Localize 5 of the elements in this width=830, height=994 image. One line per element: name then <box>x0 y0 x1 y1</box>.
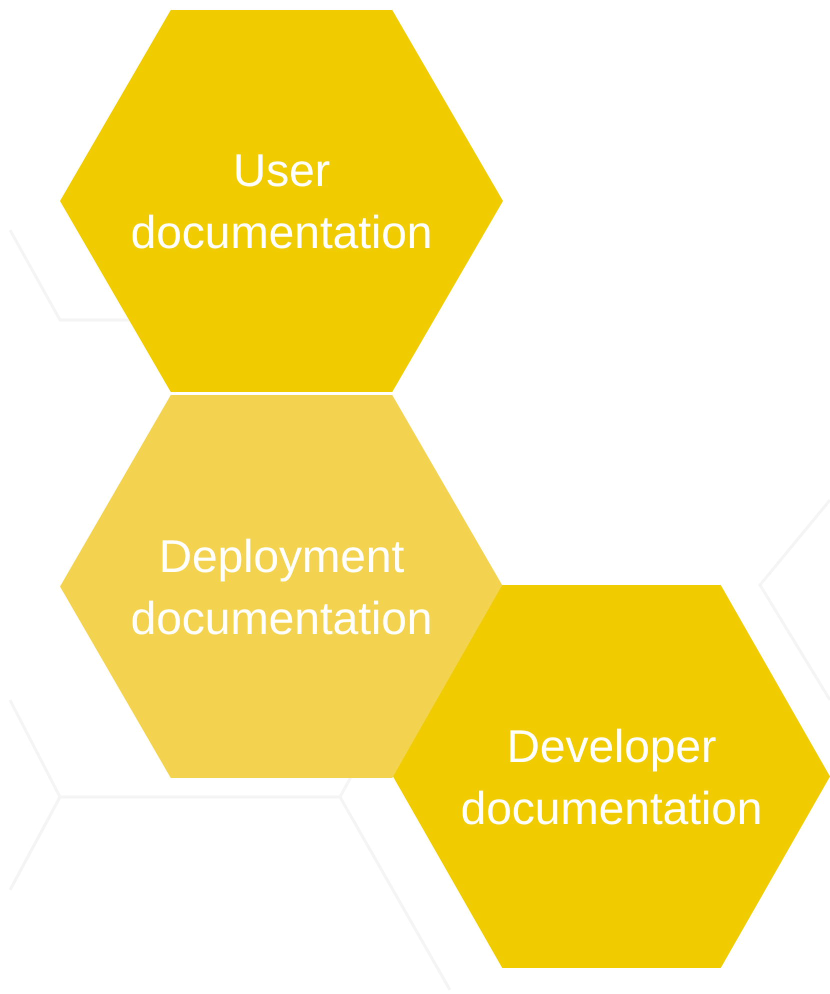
tile-label: User documentation <box>130 143 434 260</box>
tile-label: Developer documentation <box>460 718 764 836</box>
tile-label: Deployment documentation <box>130 528 434 646</box>
hexagon-tile <box>60 10 503 392</box>
hexagon-tile <box>60 395 503 778</box>
